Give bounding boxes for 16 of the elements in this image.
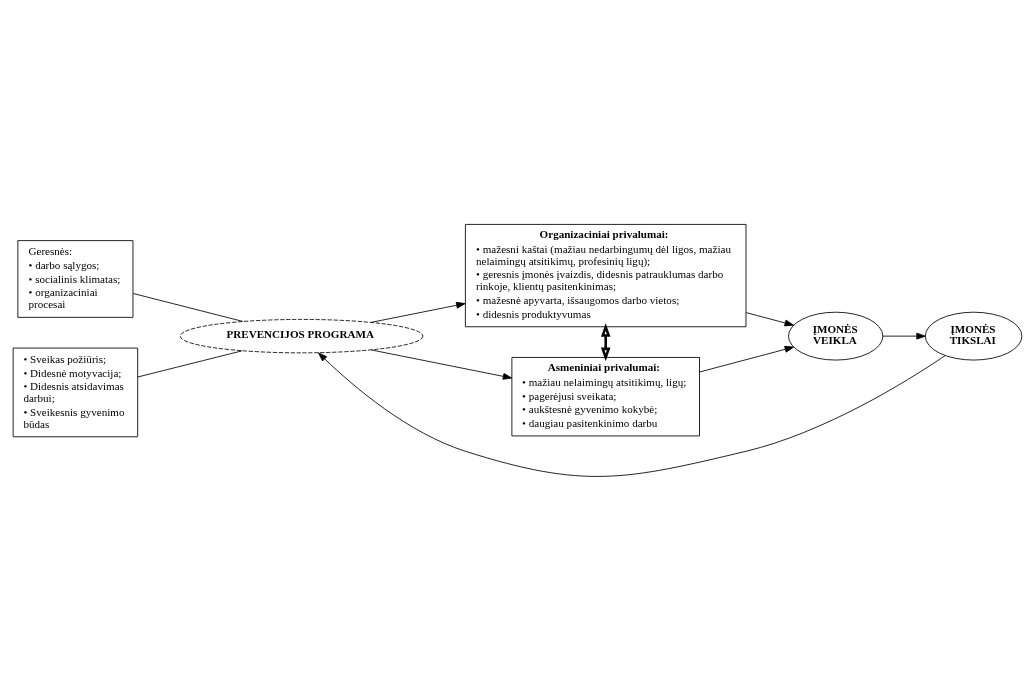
arrow — [600, 322, 611, 361]
arrow — [882, 332, 926, 340]
arrow — [370, 349, 513, 380]
node-box: Organizaciniai privalumai: • mažesni kaštai (mažiau nedarbingumų dėl ligos, mažiau nelaimingų atsitikimų, profesinių ligų); • geresnis įmonės įvaizdis, didesnis patrauklumas darbo rinkoje, klientų pasitenkinimas; • mažesnė apyvarta, išsaugomos darbo vietos; • didesnis produktyvumas — [464, 223, 747, 327]
node-box: • Sveikas požiūris; • Didesnė motyvacija; • Didesnis atsidavimas darbui; • Sveikesnis gyvenimo būdas — [12, 347, 139, 437]
arrow — [370, 301, 466, 323]
arrow — [318, 351, 946, 477]
node-box: Asmeniniai privalumai: • mažiau nelaimingų atsitikimų, ligų; • pagerėjusi sveikata; • aukštesnė gyvenimo kokybė; • daugiau pasitenkinimo darbu — [511, 356, 700, 436]
arrow — [699, 345, 795, 372]
arrow — [745, 311, 794, 326]
node-ellipse: ĮMONĖS VEIKLA — [788, 311, 884, 360]
node-ellipse: PREVENCIJOS PROGRAMA — [179, 318, 424, 353]
connector — [137, 349, 243, 377]
node-ellipse: ĮMONĖS TIKSLAI — [924, 311, 1023, 360]
connector — [132, 292, 244, 322]
node-box: Geresnės: • darbo sąlygos; • socialinis klimatas; • organizaciniai procesai — [17, 239, 134, 318]
